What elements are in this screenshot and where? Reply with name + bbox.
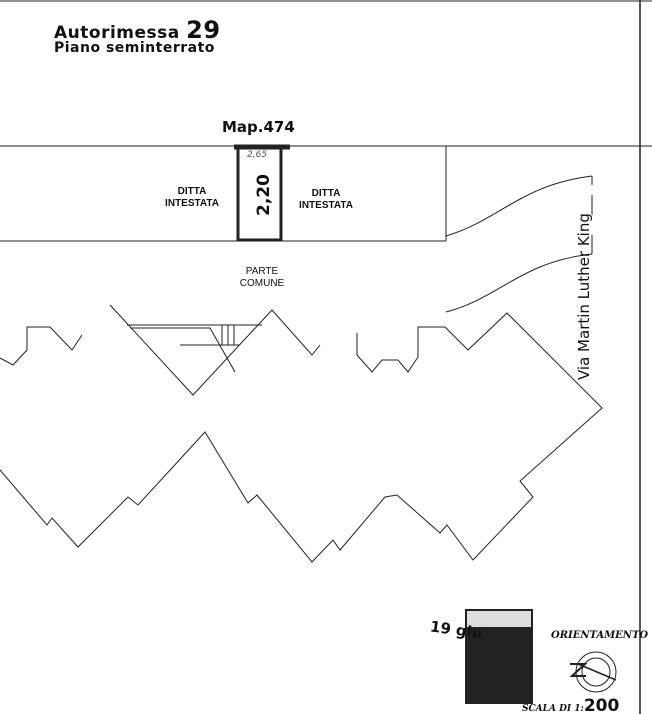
owner-line: DITTA [177,186,207,197]
ramp-curve-upper [445,175,593,237]
official-stamp [465,609,533,704]
width-dimension: 2,65 [247,150,268,160]
garage-number: 29 [186,16,221,44]
floor-subtitle: Piano seminterrato [54,40,215,56]
page-title: Autorimessa 29 [54,16,221,44]
scale-prefix: SCALA DI 1: [522,704,584,714]
owner-line: INTESTATA [299,200,353,211]
right-owner-label: DITTA INTESTATA [286,188,366,212]
parcel-label: Map.474 [222,118,295,136]
building-upper-outline [0,304,603,563]
ramp-curve-lower [445,253,593,313]
street-name: Via Martin Luther King [575,213,593,380]
owner-line: INTESTATA [165,198,219,209]
common-area-label: PARTE COMUNE [222,266,302,290]
scale-label: SCALA DI 1:200 [522,696,619,714]
common-line: PARTE [245,266,279,277]
orientation-label: ORIENTAMENTO [551,630,649,641]
left-owner-label: DITTA INTESTATA [152,186,232,210]
owner-line: DITTA [311,188,341,199]
scale-value: 200 [583,696,620,714]
stair [127,324,262,373]
title-text: Autorimessa [54,23,180,43]
height-dimension: 2,20 [253,174,274,216]
common-line: COMUNE [239,278,285,289]
